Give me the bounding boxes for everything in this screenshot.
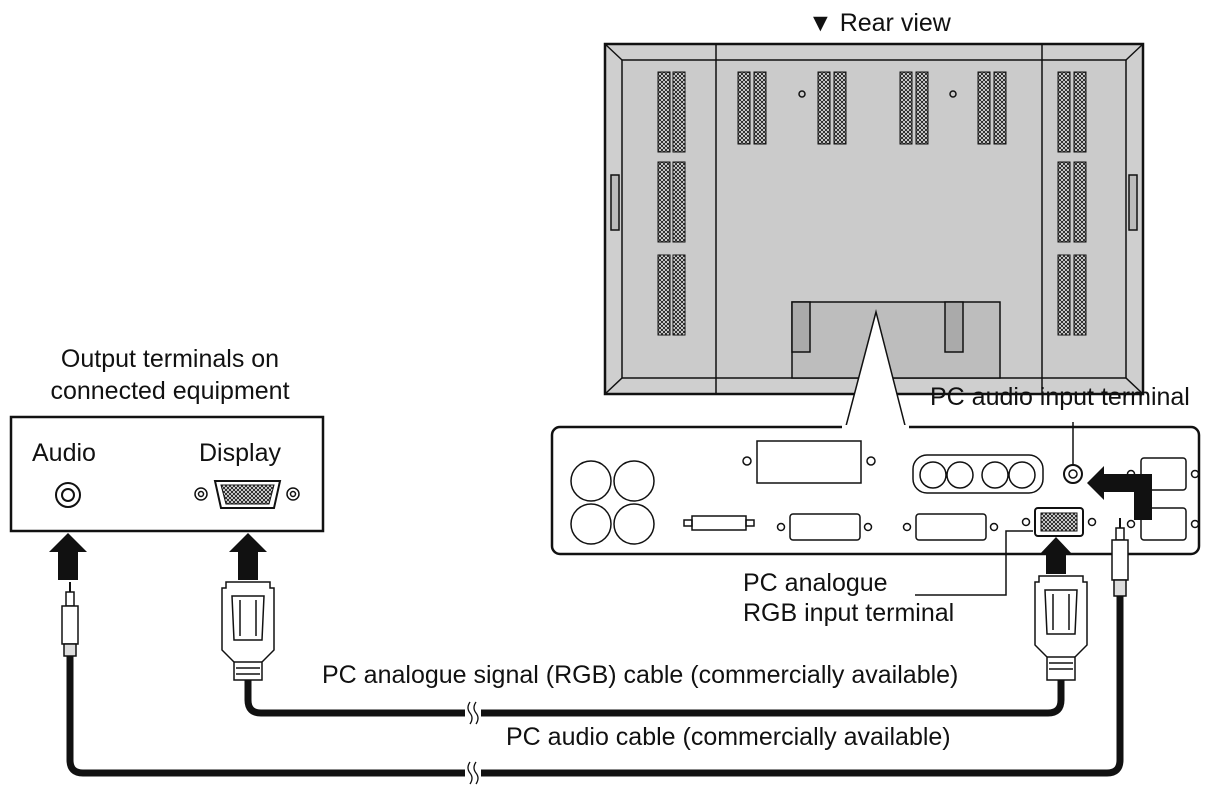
cable-break-marks: [467, 701, 479, 785]
display-output-port: [194, 480, 300, 509]
connection-arrows: [49, 466, 1152, 580]
terminal-panel: [550, 425, 1201, 556]
output-terminal-box: [9, 415, 325, 533]
rear-view-label: ▼ Rear view: [808, 9, 951, 37]
display-output-label: Display: [199, 439, 281, 467]
output-terminals-title-line2: connected equipment: [50, 377, 290, 405]
cables: [66, 595, 1124, 777]
audio-plug-left: [61, 582, 79, 657]
pc-analogue-label-line1: PC analogue: [743, 569, 888, 597]
pc-analogue-label-line2: RGB input terminal: [743, 599, 955, 627]
output-terminals-title-line1: Output terminals on: [60, 345, 280, 373]
audio-plug-right: [1111, 518, 1129, 597]
display-rear-view: [603, 42, 1145, 396]
rgb-cable-label: PC analogue signal (RGB) cable (commerci…: [322, 661, 959, 689]
audio-output-label: Audio: [32, 439, 96, 467]
vga-plug-right: [1034, 575, 1088, 681]
audio-output-jack: [55, 482, 81, 508]
pc-audio-input-terminal-label: PC audio input terminal: [930, 383, 1190, 411]
callout-leaders: [915, 422, 1074, 596]
audio-cable-label: PC audio cable (commercially available): [506, 723, 951, 751]
vga-plug-left: [221, 581, 275, 681]
